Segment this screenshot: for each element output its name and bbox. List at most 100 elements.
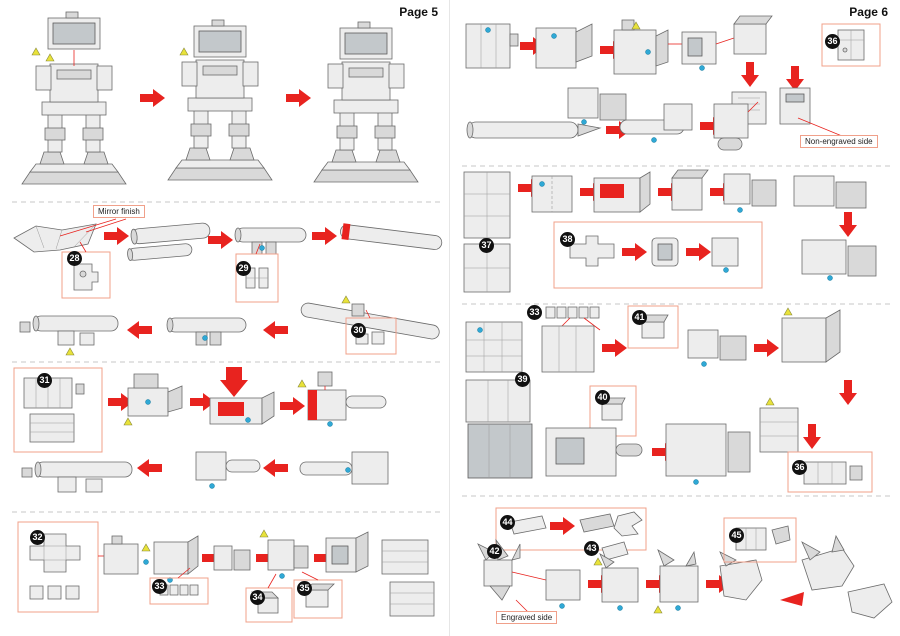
red-arrow-icon	[263, 459, 288, 477]
panel-fold-section	[13, 367, 389, 493]
assembly-row-left	[21, 461, 133, 493]
step-32-callout	[17, 521, 99, 613]
rolled-tubes	[127, 222, 211, 261]
panel-with-flaps	[123, 373, 183, 426]
red-arrow-icon	[839, 380, 857, 405]
red-arrow-icon	[839, 212, 857, 237]
folded-plate	[153, 535, 199, 583]
mid-boxes-2	[687, 329, 747, 367]
step-badge-30: 30	[351, 323, 366, 338]
step-43-parts	[601, 541, 629, 561]
spare-panels	[381, 539, 435, 617]
step-badge-29: 29	[236, 261, 251, 276]
red-arrow-icon	[280, 397, 305, 415]
claw-final-bottom	[847, 583, 893, 619]
robot-progress-section	[21, 11, 419, 185]
barrel-box	[619, 103, 693, 143]
step-badge-45: 45	[729, 528, 744, 543]
assembly-row-right	[299, 451, 389, 485]
head-build-section	[17, 521, 435, 623]
step-badge-32: 32	[30, 530, 45, 545]
tube-section	[13, 218, 443, 356]
step-badge-33: 33	[152, 579, 167, 594]
step-badge-37: 37	[479, 238, 494, 253]
step-badge-38: 38	[560, 232, 575, 247]
step-31-callout	[13, 367, 103, 453]
claw-step-1	[545, 569, 581, 609]
page-6-title: Page 6	[849, 5, 888, 19]
right-assembly-top	[793, 175, 867, 209]
red-fat-arrow-icon	[220, 367, 248, 397]
claw-final-top	[801, 534, 855, 591]
long-tube-red-tip	[340, 223, 443, 250]
mirror-sheet-part	[13, 218, 127, 253]
red-arrow-icon	[286, 89, 311, 107]
page-divider	[449, 0, 450, 636]
mirror-finish-label: Mirror finish	[93, 205, 145, 218]
step-badge-40: 40	[595, 390, 610, 405]
tube-assembly-middle	[166, 317, 247, 346]
claw-flat-part	[477, 538, 547, 601]
claw-step-3	[653, 549, 699, 614]
claw-section	[477, 507, 893, 619]
step-36-callout	[821, 23, 881, 67]
arm-build-section	[465, 305, 873, 493]
tube-with-clamp	[234, 227, 307, 255]
left-panels	[465, 321, 531, 423]
page-5: Page 5	[12, 5, 443, 623]
mid-panel	[541, 325, 595, 373]
red-wedge-arrow	[780, 592, 804, 606]
step-45-callout	[723, 517, 797, 563]
backpack-part	[779, 87, 843, 137]
flat-panel-2	[535, 23, 593, 69]
step-28-callout	[61, 241, 111, 299]
tray-with-red-face	[209, 391, 275, 425]
page-6: Page 6	[450, 0, 900, 636]
small-box	[671, 169, 709, 211]
slot-box	[681, 31, 735, 71]
body-panel-section	[465, 15, 881, 151]
barrel-assembly	[713, 101, 759, 151]
mid-boxes	[567, 87, 627, 125]
red-arrow-icon	[786, 66, 804, 91]
fold-panel	[531, 175, 573, 213]
robot-step-1	[21, 11, 127, 185]
step-37-panel	[463, 171, 511, 293]
step-badge-34: 34	[250, 590, 265, 605]
robot-step-3	[313, 21, 419, 183]
step-badge-44: 44	[500, 515, 515, 530]
non-engraved-side-label: Non-engraved side	[800, 135, 878, 148]
step-badge-41: 41	[632, 310, 647, 325]
red-arrow-icon	[602, 339, 627, 357]
flat-plate	[103, 535, 151, 575]
page-5-title: Page 5	[399, 5, 438, 19]
box-pair	[213, 545, 251, 571]
red-arrow-icon	[104, 227, 129, 245]
red-arrow-icon	[803, 424, 821, 449]
engraved-side-label: Engraved side	[496, 611, 558, 624]
box-pair-2	[723, 173, 777, 213]
step-badge-36: 36	[825, 34, 840, 49]
red-arrow-icon	[312, 227, 337, 245]
barrel-tube	[466, 121, 602, 139]
red-arrow-icon	[263, 321, 288, 339]
page-6-drawing	[462, 15, 893, 619]
leg-box-assembly	[297, 371, 387, 427]
flat-panel-1	[465, 23, 519, 69]
dark-panel	[467, 423, 533, 479]
red-arrow-icon	[140, 89, 165, 107]
step-badge-28: 28	[67, 251, 82, 266]
red-arrow-icon	[127, 321, 152, 339]
claw-step-2	[593, 553, 639, 611]
arm-assembly-2	[665, 423, 751, 485]
step-29-callout	[235, 243, 279, 303]
step-35-callout	[293, 571, 343, 619]
engraved-leader-line	[515, 599, 529, 613]
red-tray	[593, 171, 651, 213]
box-assembly	[259, 529, 309, 579]
step-badge-35: 35	[297, 581, 312, 596]
step-38-callout	[553, 221, 763, 289]
flat-panel-3	[613, 19, 682, 75]
red-arrow-icon	[208, 231, 233, 249]
